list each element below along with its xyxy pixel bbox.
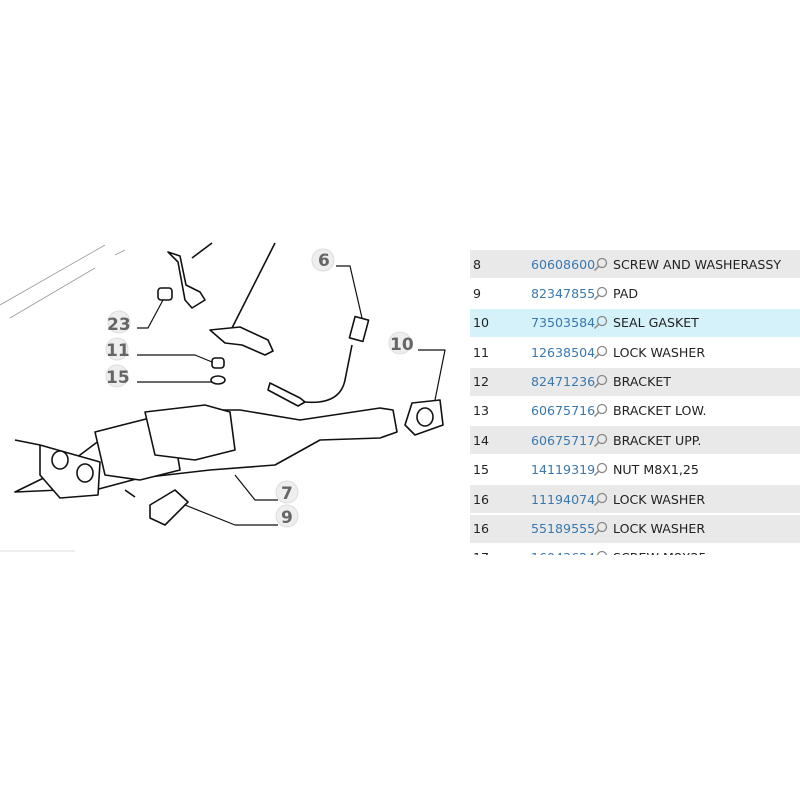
position-number: 12: [473, 374, 490, 390]
part-number-link[interactable]: 82471236: [531, 374, 596, 390]
search-icon[interactable]: [593, 462, 613, 478]
part-number-link[interactable]: 73503584: [531, 315, 596, 331]
part-description: BRACKET UPP.: [613, 432, 702, 448]
parts-row[interactable]: 12 82471236 BRACKET: [470, 367, 800, 396]
callout-10[interactable]: 10: [390, 335, 414, 355]
position-number: 10: [473, 315, 490, 331]
callout-6[interactable]: 6: [318, 251, 330, 271]
position-number: 16: [473, 521, 490, 537]
parts-row[interactable]: 16 11194074 LOCK WASHER: [470, 485, 800, 514]
part-description: LOCK WASHER: [613, 491, 706, 507]
search-icon[interactable]: [593, 344, 613, 360]
part-number-link[interactable]: 60675716: [531, 403, 596, 419]
part-number-link[interactable]: 16043624: [531, 550, 595, 555]
part-description: NUT M8X1,25: [613, 462, 699, 478]
part-number-link[interactable]: 12638504: [531, 344, 596, 360]
parts-row[interactable]: 13 60675716 BRACKET LOW.: [470, 396, 800, 425]
exhaust-parts-diagram: 6 23 11 15 10 7 9: [0, 242, 446, 552]
position-number: 16: [473, 491, 490, 507]
search-icon[interactable]: [593, 403, 613, 419]
part-description: SEAL GASKET: [613, 315, 699, 331]
callout-9[interactable]: 9: [281, 508, 293, 528]
parts-row[interactable]: 9 82347855 PAD: [470, 279, 800, 308]
search-icon[interactable]: [593, 521, 613, 537]
part-description: LOCK WASHER: [613, 521, 706, 537]
parts-row[interactable]: 11 12638504 LOCK WASHER: [470, 338, 800, 367]
part-number-link[interactable]: 60675717: [531, 432, 596, 448]
callout-11[interactable]: 11: [106, 341, 130, 361]
parts-row[interactable]: 8 60608600 SCREW AND WASHERASSY: [470, 250, 800, 278]
part-description: BRACKET: [613, 374, 671, 390]
position-number: 13: [473, 403, 490, 419]
position-number: 11: [473, 344, 490, 360]
part-description: BRACKET LOW.: [613, 403, 707, 419]
part-number-link[interactable]: 82347855: [531, 285, 596, 301]
position-number: 14: [473, 432, 490, 448]
search-icon[interactable]: [593, 550, 613, 555]
part-number-link[interactable]: 60608600: [531, 256, 596, 272]
part-number-link[interactable]: 14119319: [531, 462, 596, 478]
callout-15[interactable]: 15: [106, 368, 130, 388]
parts-list: 8 60608600 SCREW AND WASHERASSY 9 823478…: [470, 250, 800, 555]
parts-row[interactable]: 17 16043624 SCREW M8X25: [470, 543, 800, 555]
callout-7[interactable]: 7: [281, 484, 293, 504]
search-icon[interactable]: [593, 432, 613, 448]
position-number: 17: [470, 550, 531, 555]
position-number: 15: [473, 462, 490, 478]
parts-row[interactable]: 14 60675717 BRACKET UPP.: [470, 426, 800, 455]
parts-row[interactable]: 15 14119319 NUT M8X1,25: [470, 455, 800, 484]
search-icon[interactable]: [593, 285, 613, 301]
search-icon[interactable]: [593, 491, 613, 507]
part-description: SCREW M8X25: [613, 550, 706, 555]
part-description: SCREW AND WASHERASSY: [613, 256, 782, 272]
part-description: PAD: [613, 285, 639, 301]
part-number-link[interactable]: 11194074: [531, 491, 596, 507]
part-description: LOCK WASHER: [613, 344, 706, 360]
position-number: 9: [473, 285, 482, 301]
parts-row[interactable]: 16 55189555 LOCK WASHER: [470, 514, 800, 543]
part-number-link[interactable]: 55189555: [531, 521, 596, 537]
search-icon[interactable]: [593, 315, 613, 331]
position-number: 8: [473, 256, 482, 272]
search-icon[interactable]: [593, 374, 613, 390]
callout-23[interactable]: 23: [107, 315, 131, 335]
parts-row[interactable]: 10 73503584 SEAL GASKET: [470, 308, 800, 337]
search-icon[interactable]: [593, 256, 613, 272]
